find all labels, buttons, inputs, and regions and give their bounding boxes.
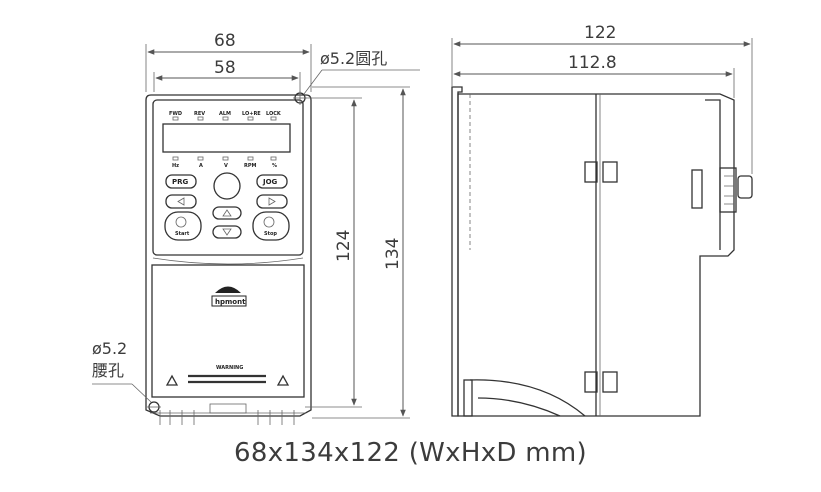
side-connector	[691, 167, 753, 213]
dim-mount-height: 124	[305, 97, 362, 408]
start-icon	[175, 216, 187, 228]
display-screen	[162, 123, 291, 153]
front-view: FWD REV ALM LO+RE LOCK Hz A V RPM %	[145, 91, 312, 425]
brand-logo: hpmont	[211, 286, 247, 307]
up-key[interactable]	[212, 206, 242, 220]
dim-side-inner-depth: 112.8	[453, 53, 735, 98]
bottom-hole-note-type: 腰孔	[92, 361, 124, 380]
stop-icon	[263, 216, 275, 228]
prg-key[interactable]: PRG	[165, 174, 197, 189]
keypad-panel	[152, 99, 304, 256]
prg-key-label: PRG	[172, 178, 189, 186]
indicator-hz-label: Hz	[172, 163, 179, 169]
indicator-lore-label: LO+RE	[242, 111, 261, 117]
led-alm	[222, 116, 229, 121]
warning-left-icon	[165, 374, 179, 386]
left-key[interactable]	[165, 194, 197, 209]
down-key[interactable]	[212, 225, 242, 239]
warning-title: WARNING	[216, 365, 243, 371]
din-clip	[451, 86, 463, 417]
indicator-rev-label: REV	[194, 111, 205, 117]
dim-58-label: 58	[214, 58, 236, 78]
encoder-knob[interactable]	[213, 172, 241, 200]
warning-label: WARNING	[165, 365, 290, 386]
stop-key[interactable]: Stop	[252, 211, 290, 241]
indicator-row-top: FWD REV ALM LO+RE LOCK	[169, 111, 282, 121]
warning-right-icon	[276, 374, 290, 386]
indicator-rpm-label: RPM	[244, 163, 257, 169]
top-hole-callout: ø5.2圆孔	[303, 49, 420, 95]
brand-logo-text: hpmont	[215, 298, 246, 306]
side-slot-upper-left	[584, 161, 598, 183]
led-v	[222, 156, 229, 161]
led-rev	[197, 116, 204, 121]
up-arrow-icon	[222, 209, 232, 217]
dim-total-height: 134	[312, 86, 410, 419]
jog-key-label: JOG	[262, 178, 278, 186]
dim-134-label: 134	[383, 238, 403, 270]
bottom-hole-note-size: ø5.2	[92, 339, 127, 358]
dim-68-label: 68	[214, 31, 236, 51]
terminal-cover	[151, 264, 305, 398]
led-rpm	[247, 156, 254, 161]
side-terminal-cover	[469, 379, 586, 417]
led-pct	[270, 156, 277, 161]
front-housing-outline	[145, 94, 312, 417]
indicator-pct-label: %	[272, 163, 277, 169]
indicator-a-label: A	[199, 163, 203, 169]
indicator-lock-label: LOCK	[266, 111, 282, 117]
side-slot-upper-right	[602, 161, 618, 183]
bottom-vents	[150, 403, 306, 425]
dimension-caption: 68x134x122 (WxHxD mm)	[234, 438, 587, 468]
led-hz	[172, 156, 179, 161]
indicator-v-label: V	[224, 163, 228, 169]
down-arrow-icon	[222, 228, 232, 236]
right-arrow-icon	[268, 197, 276, 206]
right-key[interactable]	[256, 194, 288, 209]
bottom-hole-callout: ø5.2 腰孔	[92, 339, 152, 403]
front-cover-edge	[705, 99, 721, 250]
left-arrow-icon	[177, 197, 185, 206]
side-view	[451, 86, 753, 417]
dim-front-outer-width: 68	[145, 31, 312, 92]
side-slot-lower-left	[584, 371, 598, 393]
dim-124-label: 124	[334, 230, 354, 262]
side-slot-lower-right	[602, 371, 618, 393]
indicator-alm-label: ALM	[219, 111, 231, 117]
led-lock	[270, 116, 277, 121]
jog-key[interactable]: JOG	[256, 174, 288, 189]
led-lore	[247, 116, 254, 121]
dim-front-inner-width: 58	[153, 58, 301, 92]
indicator-fwd-label: FWD	[169, 111, 182, 117]
top-hole-note: ø5.2圆孔	[320, 49, 387, 68]
panel-transition	[152, 257, 304, 265]
led-a	[197, 156, 204, 161]
dim-112-8-label: 112.8	[568, 53, 617, 73]
stop-key-label: Stop	[264, 231, 277, 237]
led-fwd	[172, 116, 179, 121]
start-key-label: Start	[175, 231, 190, 237]
side-body-outline	[457, 93, 735, 417]
dim-side-depth: 122	[451, 23, 753, 174]
indicator-row-bottom: Hz A V RPM %	[172, 156, 277, 169]
start-key[interactable]: Start	[164, 211, 202, 241]
dim-122-label: 122	[584, 23, 616, 43]
side-bottom-tab	[463, 379, 473, 417]
